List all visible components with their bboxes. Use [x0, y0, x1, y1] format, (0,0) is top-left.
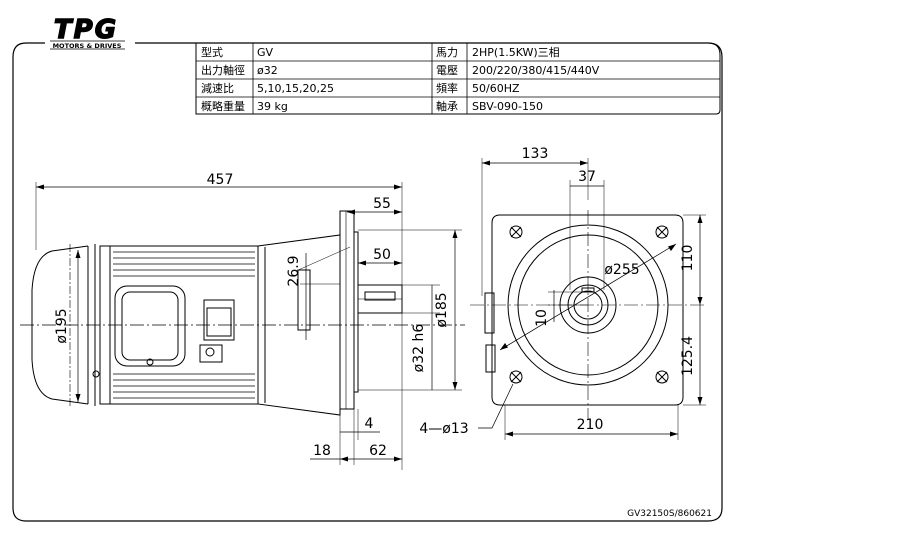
dim-flange-to-end: 55	[373, 196, 391, 212]
spec-label-type: 型式	[201, 45, 223, 59]
flange-plate	[492, 215, 683, 405]
logo-tagline: MOTORS & DRIVES	[53, 42, 122, 50]
dim-key-37: 37	[578, 169, 596, 185]
dim-overall-length: 457	[207, 172, 234, 188]
spec-value-voltage: 200/220/380/415/440V	[472, 64, 600, 77]
output-flange	[340, 211, 354, 409]
dim-shaft-length: 50	[373, 247, 391, 263]
dim-flange-dia: ø185	[434, 292, 450, 327]
spec-value-type: GV	[257, 46, 274, 59]
spec-value-bearing: SBV-090-150	[472, 100, 543, 113]
dim-shaft-dia: ø32 h6	[411, 324, 427, 373]
spec-value-power: 2HP(1.5KW)三相	[472, 46, 560, 59]
spec-label-weight: 概略重量	[201, 99, 245, 113]
spec-label-power: 馬力	[436, 46, 458, 59]
dim-motor-dia: ø195	[54, 308, 70, 343]
side-view	[20, 182, 465, 470]
drawing-frame	[13, 43, 722, 521]
dim-base-210: 210	[577, 417, 604, 433]
dim-key-offset: 26.9	[286, 255, 302, 286]
spec-label-bearing: 軸承	[436, 99, 458, 113]
dim-shaft-proj: 62	[369, 443, 387, 459]
company-logo: TPG MOTORS & DRIVES	[50, 14, 125, 50]
dim-h-125: 125.4	[680, 336, 696, 376]
dim-spigot: 18	[313, 443, 331, 459]
spec-label-freq: 頻率	[436, 81, 458, 95]
logo-text: TPG	[54, 15, 118, 45]
spec-table: 型式 GV 馬力 2HP(1.5KW)三相 出力軸徑 ø32 電壓 200/22…	[196, 43, 720, 114]
spec-label-shaft: 出力軸徑	[201, 63, 245, 77]
terminal-box	[115, 286, 185, 366]
nameplate	[204, 300, 234, 340]
spec-value-shaft: ø32	[257, 64, 278, 77]
spec-value-freq: 50/60HZ	[472, 82, 520, 95]
mounting-holes	[510, 226, 668, 383]
dim-holes: 4—ø13	[419, 421, 468, 437]
dim-key-10: 10	[534, 309, 550, 327]
motor-end-cap	[32, 246, 88, 404]
spec-label-ratio: 減速比	[201, 81, 234, 95]
dim-flange-thk: 4	[365, 416, 374, 432]
front-view	[470, 158, 706, 440]
spec-value-ratio: 5,10,15,20,25	[257, 82, 334, 95]
drawing-number: GV32150S/860621	[627, 509, 712, 519]
spec-value-weight: 39 kg	[257, 100, 288, 113]
dim-h-110: 110	[680, 245, 696, 272]
dim-width-133: 133	[522, 146, 549, 162]
spec-label-voltage: 電壓	[436, 64, 458, 77]
dim-pcd: ø255	[604, 262, 639, 278]
